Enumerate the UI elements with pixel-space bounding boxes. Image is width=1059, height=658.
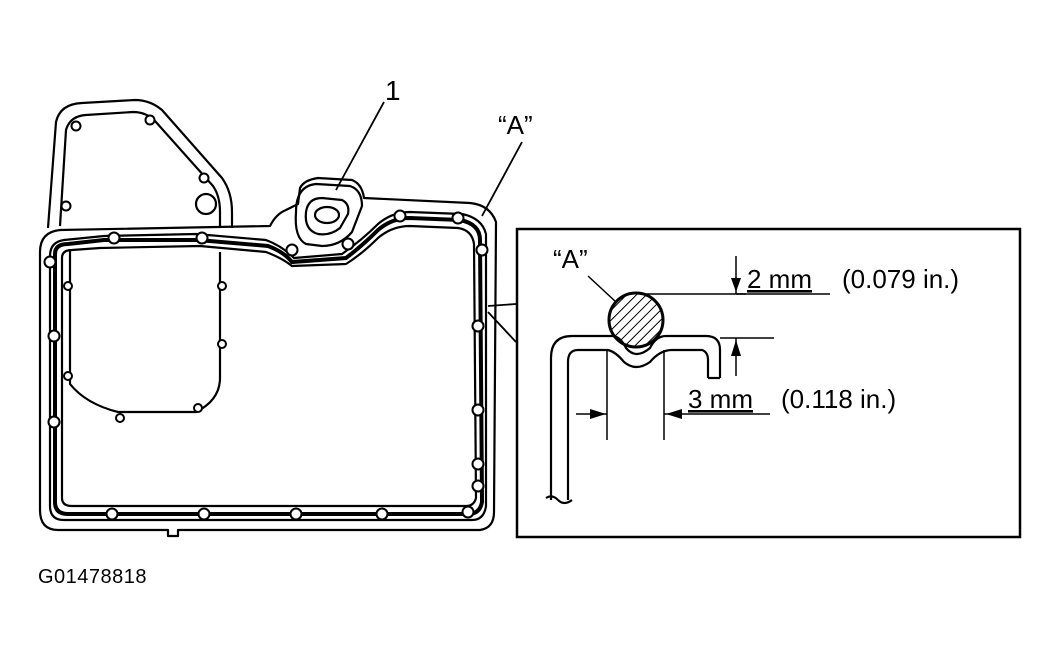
oil-pan-outline xyxy=(38,98,498,538)
flange-cross-section xyxy=(545,334,722,505)
gasket-bead-section xyxy=(607,291,665,349)
bead-width-imperial: (0.118 in.) xyxy=(781,384,896,414)
detail-callout-a: “A” xyxy=(553,244,588,274)
figure-id: G01478818 xyxy=(38,566,148,588)
part-callout-1: 1 xyxy=(385,75,401,106)
detail-inset-frame xyxy=(515,227,1022,539)
bolt-holes xyxy=(43,114,489,521)
bead-width-value: 3 mm xyxy=(688,384,753,414)
section-callout-a: “A” xyxy=(498,110,533,140)
bead-height-value: 2 mm xyxy=(747,264,812,294)
bead-height-imperial: (0.079 in.) xyxy=(842,264,959,294)
dimension-arrows xyxy=(590,278,741,419)
gasket-bead xyxy=(53,215,485,516)
leader-lines xyxy=(335,101,523,343)
